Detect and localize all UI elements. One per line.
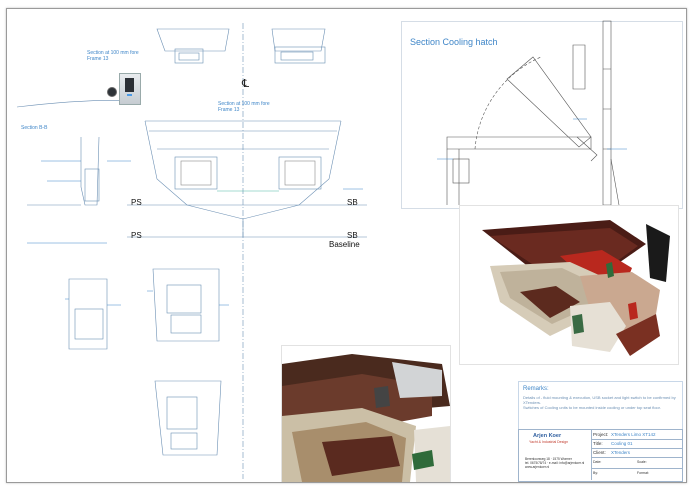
- remarks-line-1: Details of - fluid mounting & execution,…: [523, 395, 676, 400]
- frame-section-label-mid: Section at 100 mm fore Frame 13: [218, 101, 270, 113]
- format-label: Format:: [637, 471, 650, 475]
- project-label: Project:: [593, 432, 609, 437]
- company-block: Arjen Koer Yacht & Industrial Design Ber…: [519, 430, 592, 480]
- remarks-line-2: XTenders.: [523, 400, 542, 405]
- cooling-unit-image: [119, 73, 141, 105]
- sb-label-lower: SB: [347, 231, 358, 240]
- fan-icon: [107, 87, 117, 97]
- title-row: Title: Cooling 01: [591, 439, 682, 449]
- frame-section-label-top: Section at 100 mm fore Frame 13: [87, 50, 139, 62]
- remarks-text: Details of - fluid mounting & execution,…: [523, 395, 681, 410]
- baseline-label: Baseline: [329, 240, 360, 249]
- frame-section-label-mid-line1: Section at 100 mm fore: [218, 101, 270, 107]
- scale-label: Scale:: [637, 460, 647, 464]
- title-block: Arjen Koer Yacht & Industrial Design Ber…: [518, 429, 683, 482]
- client-value: XTenders: [611, 450, 631, 455]
- render-3d-detail: [281, 345, 451, 482]
- centerline-symbol: ℄: [242, 78, 250, 90]
- frame-section-label-mid-line2: Frame 13: [218, 107, 240, 113]
- company-contact: Berenloonweg 18 · 1575 Wormer tel. 0675/…: [525, 457, 584, 469]
- sb-label-upper: SB: [347, 198, 358, 207]
- frame-section-label-top-line1: Section at 100 mm fore: [87, 50, 139, 56]
- title-fields: Project: XTenders Limo XT142 Title: Cool…: [591, 430, 682, 480]
- by-label: By:: [593, 471, 599, 475]
- by-format-row: By: Format:: [591, 468, 682, 479]
- company-phone: tel. 0675/78/74 · e-mail: info@arjenkoer…: [525, 461, 585, 465]
- client-row: Client: XTenders: [591, 448, 682, 458]
- date-scale-row: Date: Scale:: [591, 457, 682, 469]
- render-3d-overview: [459, 205, 679, 365]
- frame-section-label-top-line2: Frame 13: [87, 56, 109, 62]
- remarks-title: Remarks:: [523, 386, 549, 392]
- section-bb-label: Section B-B: [21, 125, 48, 131]
- project-row: Project: XTenders Limo XT142: [591, 430, 682, 440]
- client-label: Client:: [593, 450, 606, 455]
- company-name: Arjen Koer: [533, 433, 562, 439]
- title-value: Cooling 01: [611, 441, 633, 446]
- company-tagline: Yacht & Industrial Design: [529, 440, 569, 444]
- company-address: Berenloonweg 18 · 1575 Wormer: [525, 457, 572, 461]
- project-value: XTenders Limo XT142: [611, 432, 656, 437]
- top-plan-drawing: [16, 23, 367, 479]
- title-label: Title:: [593, 441, 603, 446]
- cooling-hatch-title: Section Cooling hatch: [410, 37, 498, 47]
- remarks-line-3: Switches of Cooling units to be mounted …: [523, 405, 661, 410]
- ps-label-upper: PS: [131, 198, 142, 207]
- date-label: Date:: [593, 460, 602, 464]
- drawing-sheet: Section at 100 mm fore Frame 13 ℄ Sectio…: [6, 8, 687, 483]
- remarks-box: Remarks: Details of - fluid mounting & e…: [518, 381, 683, 434]
- company-web: www.arjenkoer.nl: [525, 465, 550, 469]
- ps-label-lower: PS: [131, 231, 142, 240]
